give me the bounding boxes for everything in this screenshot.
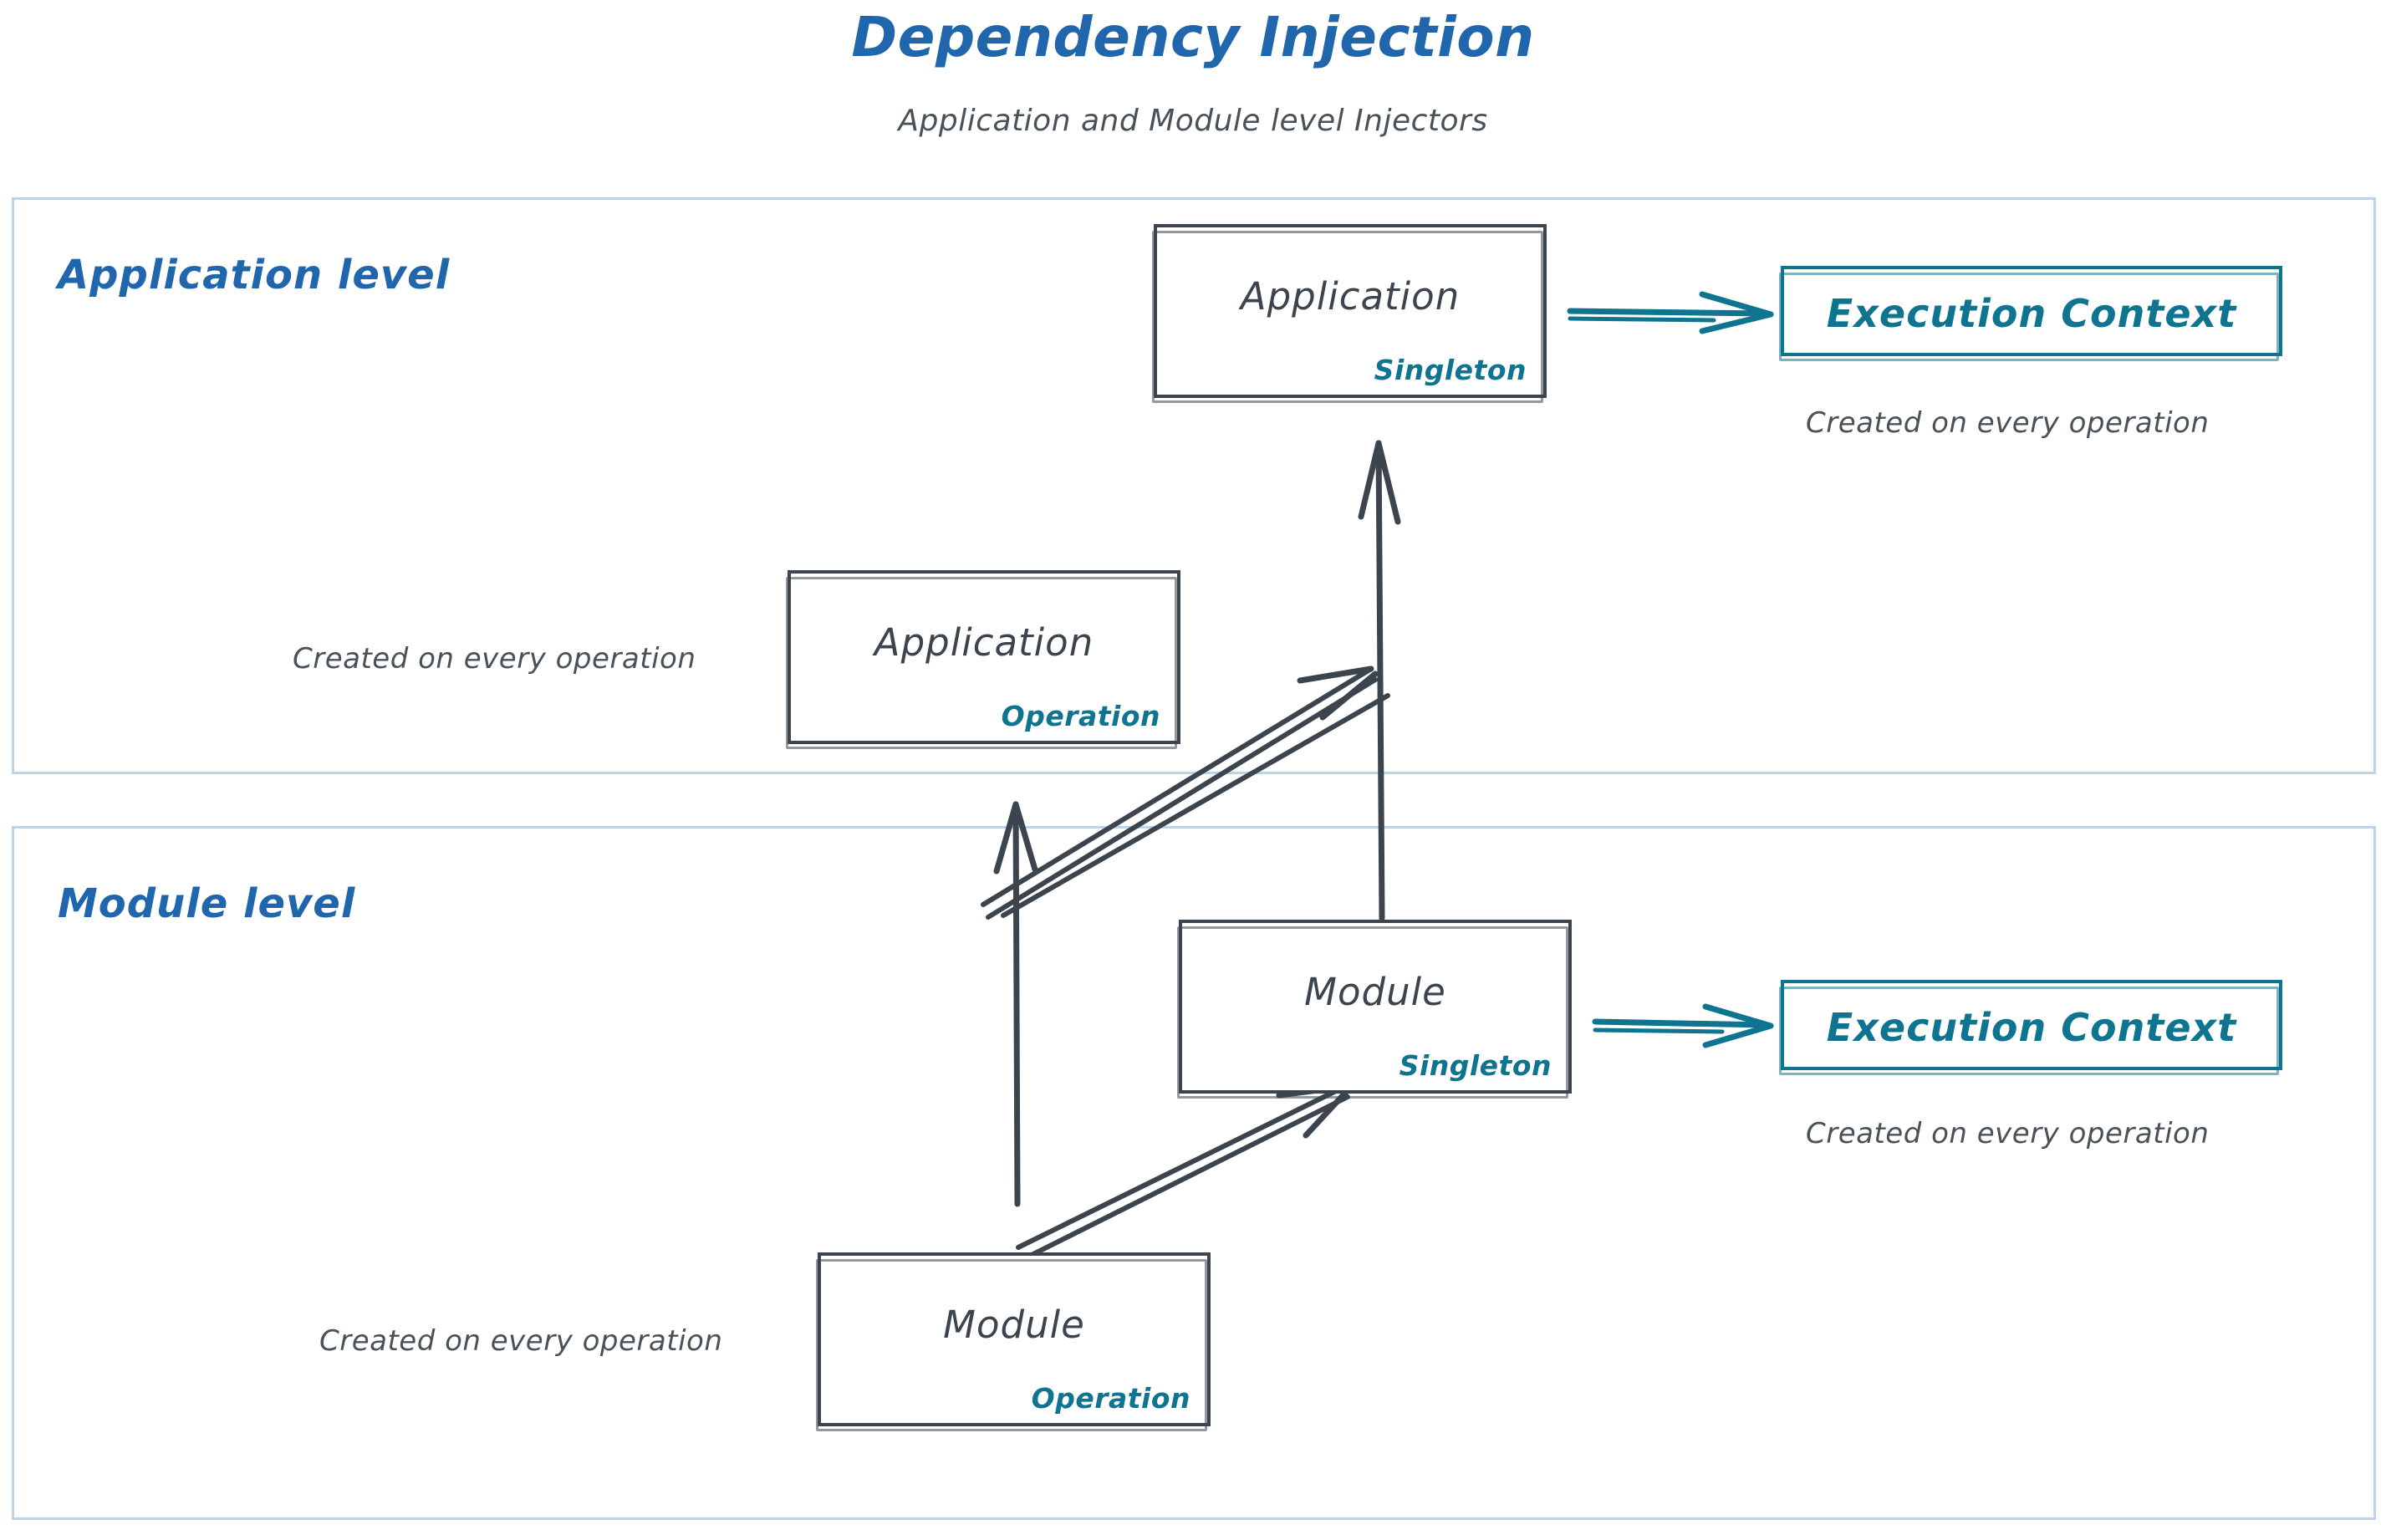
node-scope-badge: Operation bbox=[1001, 700, 1160, 732]
node-application-singleton[interactable]: Application Singleton bbox=[1152, 224, 1547, 403]
caption-execution-context-application: Created on every operation bbox=[1806, 406, 2210, 440]
node-module-operation[interactable]: Module Operation bbox=[816, 1252, 1211, 1431]
node-title: Execution Context bbox=[1826, 291, 2237, 336]
page-subtitle: Application and Module level Injectors bbox=[898, 104, 1488, 138]
node-scope-badge: Operation bbox=[1031, 1382, 1190, 1415]
caption-execution-context-module: Created on every operation bbox=[1806, 1117, 2210, 1150]
node-module-singleton[interactable]: Module Singleton bbox=[1177, 920, 1572, 1099]
node-execution-context-module[interactable]: Execution Context bbox=[1779, 980, 2282, 1075]
swimlane-label-application-level: Application level bbox=[58, 252, 451, 298]
caption-module-operation: Created on every operation bbox=[319, 1324, 723, 1358]
node-title: Module bbox=[1304, 970, 1446, 1014]
node-title: Application bbox=[1240, 274, 1461, 319]
node-title: Module bbox=[943, 1303, 1085, 1347]
swimlane-label-module-level: Module level bbox=[58, 880, 356, 927]
node-title: Execution Context bbox=[1826, 1005, 2237, 1050]
node-execution-context-application[interactable]: Execution Context bbox=[1779, 266, 2282, 361]
node-scope-badge: Singleton bbox=[1399, 1049, 1552, 1082]
caption-application-operation: Created on every operation bbox=[293, 642, 696, 676]
node-application-operation[interactable]: Application Operation bbox=[786, 570, 1180, 749]
node-scope-badge: Singleton bbox=[1374, 354, 1527, 386]
node-title: Application bbox=[874, 620, 1094, 665]
page-title: Dependency Injection bbox=[851, 5, 1535, 69]
